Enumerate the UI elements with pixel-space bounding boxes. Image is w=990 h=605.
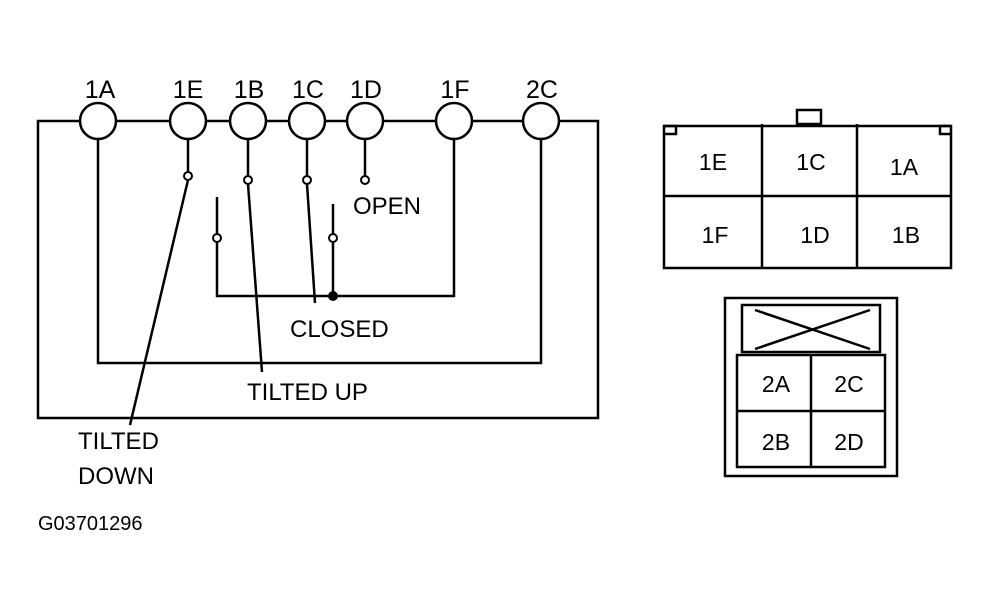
connector-1-pin-1e: 1E (699, 149, 727, 175)
leader-closed (305, 183, 317, 304)
connector-1-pin-1d: 1D (800, 222, 829, 248)
contact-1e (183, 171, 193, 181)
connector-1-pin-1a: 1A (890, 154, 919, 180)
terminal-1c (287, 101, 327, 141)
leader-tilted-down (128, 179, 190, 426)
connector-1-notch-left (664, 124, 678, 136)
connector-1-outline (662, 124, 953, 270)
terminal-1d (345, 101, 385, 141)
connector-1-pin-1b: 1B (892, 222, 920, 248)
connector-2-pin-2c: 2C (834, 371, 863, 397)
connector-2-key-cross-b (754, 308, 871, 351)
label-open: OPEN (353, 193, 421, 220)
terminal-1f (434, 101, 474, 141)
connector-2-pin-2b: 2B (762, 429, 790, 455)
terminal-1e (168, 101, 208, 141)
leader-tilted-up (246, 183, 264, 373)
terminal-label-1f: 1F (440, 76, 469, 104)
wire-inner-loop (96, 139, 543, 365)
contact-1d (360, 175, 370, 185)
terminal-label-1b: 1B (234, 76, 265, 104)
connector-2-pin-2a: 2A (762, 371, 791, 397)
connector-1-key-tab (795, 108, 823, 126)
label-tilted-down-line2: DOWN (78, 463, 154, 490)
connector-2-outer (723, 296, 899, 478)
junction-dot (328, 291, 338, 301)
terminal-label-1a: 1A (85, 76, 116, 104)
contact-1b (243, 175, 253, 185)
connector-2-pin-2d: 2D (834, 429, 863, 455)
contact-left-lower (212, 233, 222, 243)
terminal-1a (78, 101, 118, 141)
label-closed: CLOSED (290, 316, 389, 343)
connector-1: 1E 1C 1A 1F 1D 1B (662, 108, 953, 270)
connector-1-notch-right (938, 124, 951, 136)
connector-1-pin-1c: 1C (796, 149, 825, 175)
contact-1c (302, 175, 312, 185)
terminal-2c (521, 101, 561, 141)
terminal-label-1c: 1C (292, 76, 324, 104)
terminal-label-1d: 1D (350, 76, 382, 104)
contact-right-lower (328, 233, 338, 243)
wire-outer-loop (36, 119, 600, 420)
connector-2-key-block (740, 303, 882, 354)
connector-1-pin-1f: 1F (702, 222, 729, 248)
figure-id: G03701296 (38, 513, 143, 535)
terminal-label-1e: 1E (173, 76, 204, 104)
connector-2: 2A 2C 2B 2D (723, 296, 899, 478)
terminal-label-2c: 2C (526, 76, 558, 104)
terminal-1b (228, 101, 268, 141)
label-tilted-up: TILTED UP (247, 379, 368, 406)
label-tilted-down-line1: TILTED (78, 428, 159, 455)
